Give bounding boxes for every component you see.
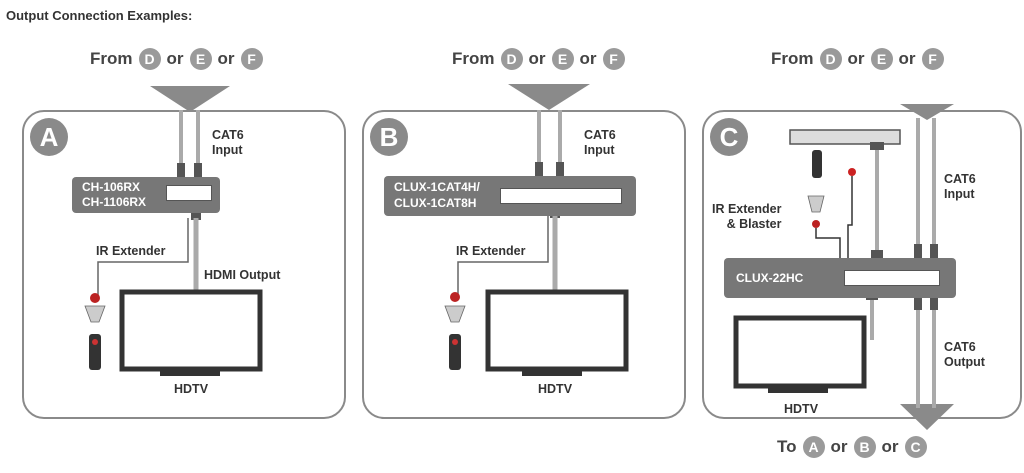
cat6-input-label-c: CAT6 Input [944, 172, 976, 202]
label-line: Input [944, 187, 975, 201]
device-model-2: CLUX-1CAT8H [394, 196, 477, 210]
cat6-output-label-c: CAT6 Output [944, 340, 985, 370]
or-label: or [881, 437, 899, 456]
label-line: Input [584, 143, 615, 157]
cat6-input-label-a: CAT6 Input [212, 128, 244, 158]
source-badge-f: F [602, 48, 625, 70]
ir-sensor-a [90, 293, 100, 303]
remote-a [89, 334, 101, 370]
tv-b [485, 289, 629, 372]
ir-cable-b [457, 216, 549, 294]
source-badge-d: D [138, 48, 161, 70]
input-arrow-a [150, 86, 230, 112]
ir-extender-label-a: IR Extender [96, 244, 166, 258]
ir-emitter-a [84, 305, 106, 323]
ir-blaster-c [848, 168, 856, 176]
label-line: Output [944, 355, 985, 369]
device-model-1: CH-106RX [82, 180, 141, 194]
device-model-1: CLUX-22HC [736, 271, 804, 285]
source-badge-d: D [819, 48, 842, 70]
source-badge-e: E [189, 48, 212, 70]
device-port [844, 270, 940, 286]
label-line: IR Extender [712, 202, 782, 216]
input-arrow-c [900, 104, 954, 120]
cat6-cables-c [916, 118, 936, 408]
device-port [166, 185, 212, 201]
source-badge-e: E [551, 48, 574, 70]
from-row-a: From D or E or F [90, 48, 263, 70]
device-model-2: CH-1106RX [82, 195, 147, 209]
panel-letter-a: A [30, 118, 68, 156]
from-label: From [452, 49, 495, 68]
to-row: To A or B or C [777, 436, 927, 458]
or-label: or [217, 49, 235, 68]
dest-badge-c: C [904, 436, 927, 458]
output-arrow-c [900, 404, 954, 430]
source-badge-d: D [500, 48, 523, 70]
from-row-c: From D or E or F [771, 48, 944, 70]
input-arrow-b [508, 84, 590, 110]
cat6-input-label-b: CAT6 Input [584, 128, 616, 158]
label-line: CAT6 [944, 172, 976, 186]
source-device-c [789, 129, 901, 145]
label-line: CAT6 [944, 340, 976, 354]
tv-a [119, 289, 263, 372]
or-label: or [528, 49, 546, 68]
or-label: or [579, 49, 597, 68]
or-label: or [898, 49, 916, 68]
label-line: CAT6 [584, 128, 616, 142]
from-row-b: From D or E or F [452, 48, 625, 70]
or-label: or [830, 437, 848, 456]
ir-extender-label-b: IR Extender [456, 244, 526, 258]
from-label: From [771, 49, 814, 68]
label-line: CAT6 [212, 128, 244, 142]
receiver-device-a: CH-106RX CH-1106RX [72, 177, 220, 213]
remote-c [812, 150, 822, 178]
tv-c [733, 315, 867, 389]
tv-label-c: HDTV [784, 402, 819, 416]
or-label: or [847, 49, 865, 68]
device-port [500, 188, 622, 204]
dest-badge-a: A [802, 436, 825, 458]
or-label: or [166, 49, 184, 68]
rj45-plug [177, 163, 185, 177]
source-badge-e: E [870, 48, 893, 70]
hdmi-plug [191, 208, 201, 220]
panel-letter-b: B [370, 118, 408, 156]
rj45-plug [194, 163, 202, 177]
label-line: & Blaster [726, 217, 782, 231]
to-label: To [777, 437, 797, 456]
hdmi-output-label-a: HDMI Output [204, 268, 281, 282]
device-model-1: CLUX-1CAT4H/ [394, 180, 480, 194]
remote-b [449, 334, 461, 370]
tv-label-b: HDTV [538, 382, 573, 396]
ir-cable-a [97, 218, 189, 296]
from-label: From [90, 49, 133, 68]
extender-device-c: CLUX-22HC [724, 258, 956, 298]
tv-label-a: HDTV [174, 382, 209, 396]
ir-extender-blaster-label-c: IR Extender & Blaster [712, 202, 781, 232]
receiver-device-b: CLUX-1CAT4H/ CLUX-1CAT8H [384, 176, 636, 216]
source-badge-f: F [921, 48, 944, 70]
label-line: Input [212, 143, 243, 157]
source-badge-f: F [240, 48, 263, 70]
dest-badge-b: B [853, 436, 876, 458]
panel-letter-c: C [710, 118, 748, 156]
page-title: Output Connection Examples: [6, 8, 193, 23]
